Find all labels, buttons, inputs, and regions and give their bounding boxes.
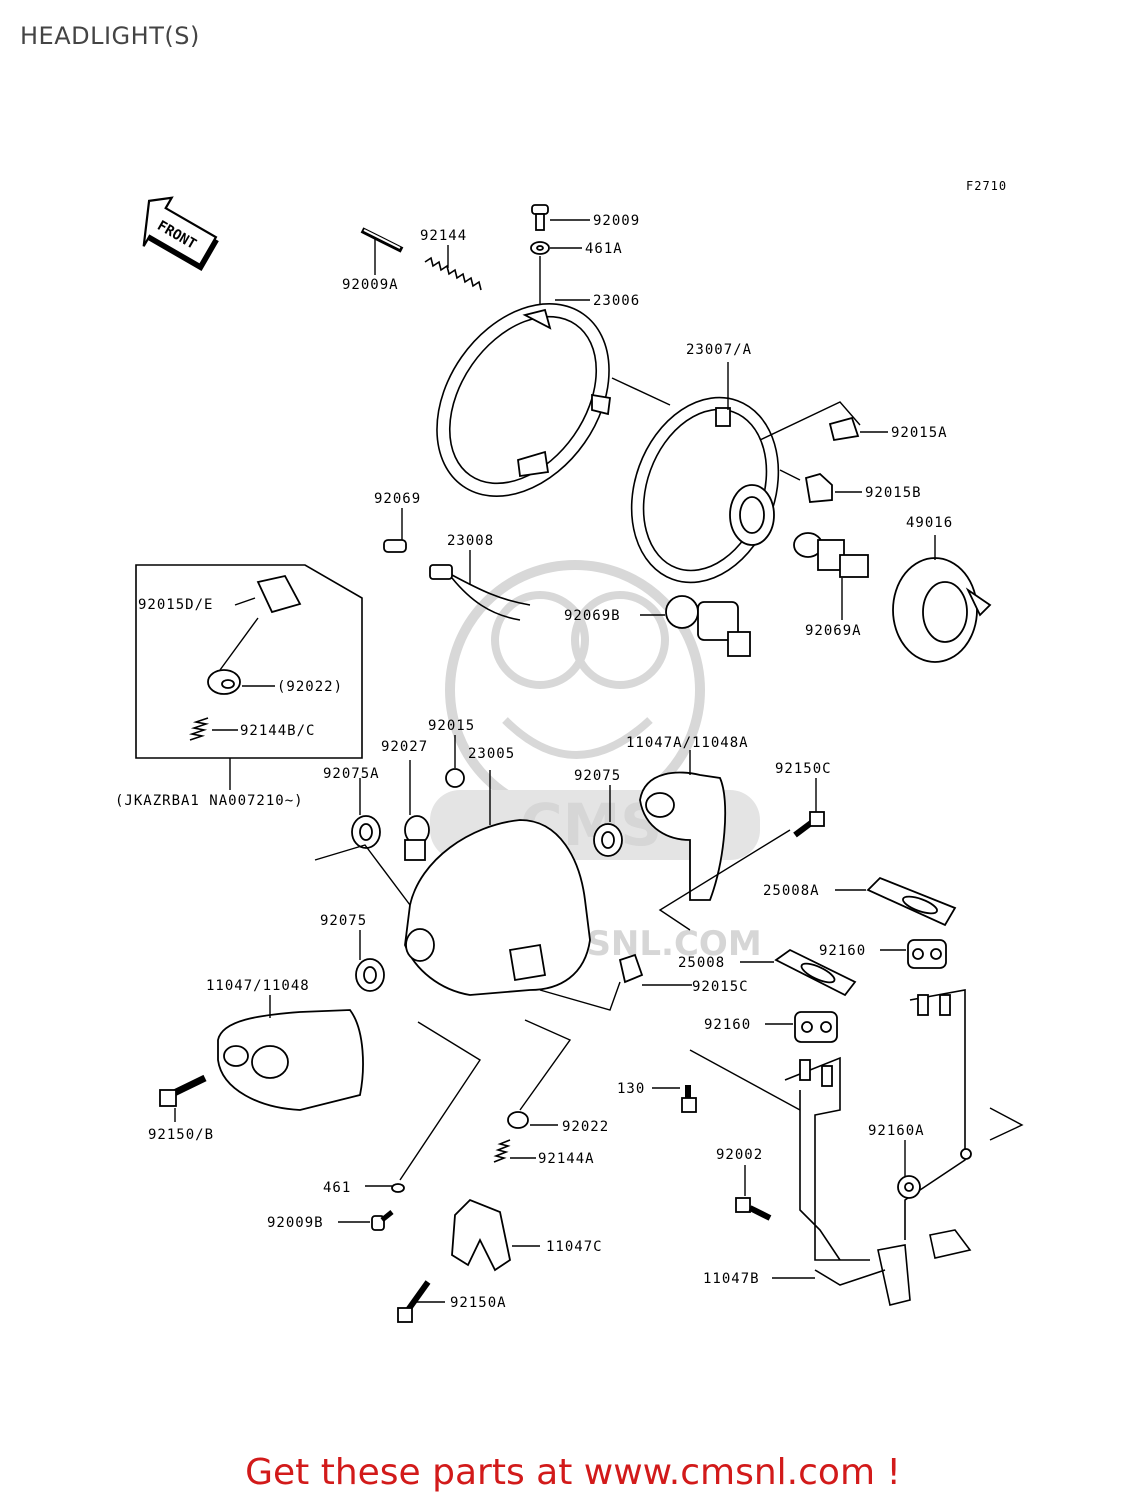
part-label: 92015B [865, 485, 922, 501]
plate-25008A [835, 876, 957, 927]
part-label: 92075 [574, 768, 621, 784]
part-label: 25008 [678, 955, 725, 971]
part-label: 92160A [868, 1123, 925, 1139]
washer-461A [530, 241, 582, 305]
part-label: 92150/B [148, 1127, 214, 1143]
spring-92144 [424, 245, 482, 291]
screw-92009 [531, 204, 590, 231]
bulb-92069B [640, 595, 751, 657]
part-label: 92022 [562, 1119, 609, 1135]
part-label: 92075 [320, 913, 367, 929]
bolt-92150B [159, 1074, 207, 1122]
part-label: 92150A [450, 1295, 507, 1311]
part-label: (92022) [277, 679, 343, 695]
bracket-11047 [217, 995, 364, 1111]
bulb-92069A [793, 532, 869, 620]
part-label: 461A [585, 241, 623, 257]
page-title: HEADLIGHT(S) [20, 22, 200, 50]
part-label: 92009A [342, 277, 399, 293]
part-label: 92009B [267, 1215, 324, 1231]
part-label: 49016 [906, 515, 953, 531]
part-label: 92144A [538, 1151, 595, 1167]
plate-25008 [740, 948, 857, 997]
part-label: 92027 [381, 739, 428, 755]
part-label: 11047A/11048A [626, 735, 749, 751]
footer-link[interactable]: Get these parts at www.cmsnl.com ! [245, 1452, 901, 1493]
part-label: 130 [617, 1081, 645, 1097]
part-label: 92015A [891, 425, 948, 441]
clip-92015C [539, 953, 692, 1011]
front-arrow: FRONT [142, 196, 219, 272]
screw-92009B [338, 1210, 394, 1231]
part-label: 92069A [805, 623, 862, 639]
part-label: 23008 [447, 533, 494, 549]
rubber-92022 [507, 1019, 572, 1129]
part-label: 92015D/E [138, 597, 213, 613]
part-label: (JKAZRBA1 NA007210~) [115, 793, 304, 809]
grommet-92160A [897, 1140, 921, 1199]
part-label: 25008A [763, 883, 820, 899]
nut-92015 [445, 735, 465, 788]
part-label: 11047B [703, 1271, 760, 1287]
part-label: 92160 [819, 943, 866, 959]
figure-code: F2710 [966, 179, 1007, 193]
bushing-92027 [404, 760, 430, 861]
grommet-92075A [314, 778, 411, 906]
clip-92015B [779, 469, 862, 503]
part-label: 11047/11048 [206, 978, 310, 994]
part-label: 92144 [420, 228, 467, 244]
rubber-92160-upper [880, 939, 947, 969]
bracket-11047A [639, 750, 791, 931]
grommet-92075-left [355, 930, 385, 992]
part-label: 23006 [593, 293, 640, 309]
stay-11047B [689, 989, 1024, 1306]
part-label: 92015 [428, 718, 475, 734]
bolt-130 [652, 1085, 697, 1113]
bolt-92150A [397, 1280, 445, 1323]
grommet-92075-right [593, 785, 623, 857]
part-labels: 92009 461A 92144 92009A 23006 23007/A 92… [115, 213, 953, 1311]
part-label: 92069 [374, 491, 421, 507]
part-label: 92150C [775, 761, 832, 777]
part-label: 92144B/C [240, 723, 315, 739]
headlight-unit-23007 [630, 362, 861, 584]
part-label: 23007/A [686, 342, 752, 358]
bolt-92150C [793, 778, 825, 838]
bolt-92002 [735, 1165, 772, 1221]
part-label: 92069B [564, 608, 621, 624]
part-label: 92160 [704, 1017, 751, 1033]
rubber-92160-lower [765, 1011, 838, 1043]
washer-461 [365, 1021, 481, 1193]
part-label: 23005 [468, 746, 515, 762]
part-label: 11047C [546, 1239, 603, 1255]
headlight-rim-23006 [436, 299, 671, 497]
inset-box [135, 564, 363, 790]
socket-23008 [429, 550, 531, 621]
headlight-housing-23005 [404, 770, 591, 996]
clip-92015A [828, 416, 888, 442]
bulb-92069 [383, 508, 407, 553]
part-label: 461 [323, 1180, 351, 1196]
part-label: 92009 [593, 213, 640, 229]
spring-92144A [493, 1139, 536, 1163]
bracket-11047C [451, 1198, 540, 1272]
part-label: 92075A [323, 766, 380, 782]
cover-49016 [892, 535, 992, 663]
part-label: 92015C [692, 979, 749, 995]
bolt-92009A [360, 227, 404, 275]
part-label: 92002 [716, 1147, 763, 1163]
